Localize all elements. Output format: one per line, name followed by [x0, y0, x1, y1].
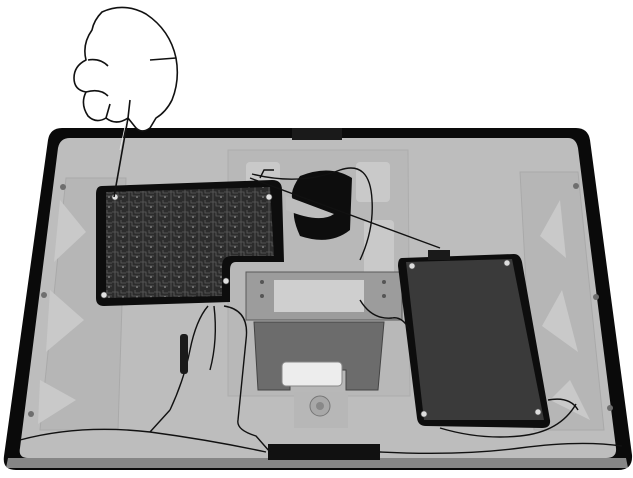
bottom-port: [268, 444, 380, 460]
cable-clip: [180, 334, 188, 374]
power-connector: [428, 250, 450, 260]
gloved-hand: [74, 7, 177, 131]
top-notch: [292, 128, 342, 140]
